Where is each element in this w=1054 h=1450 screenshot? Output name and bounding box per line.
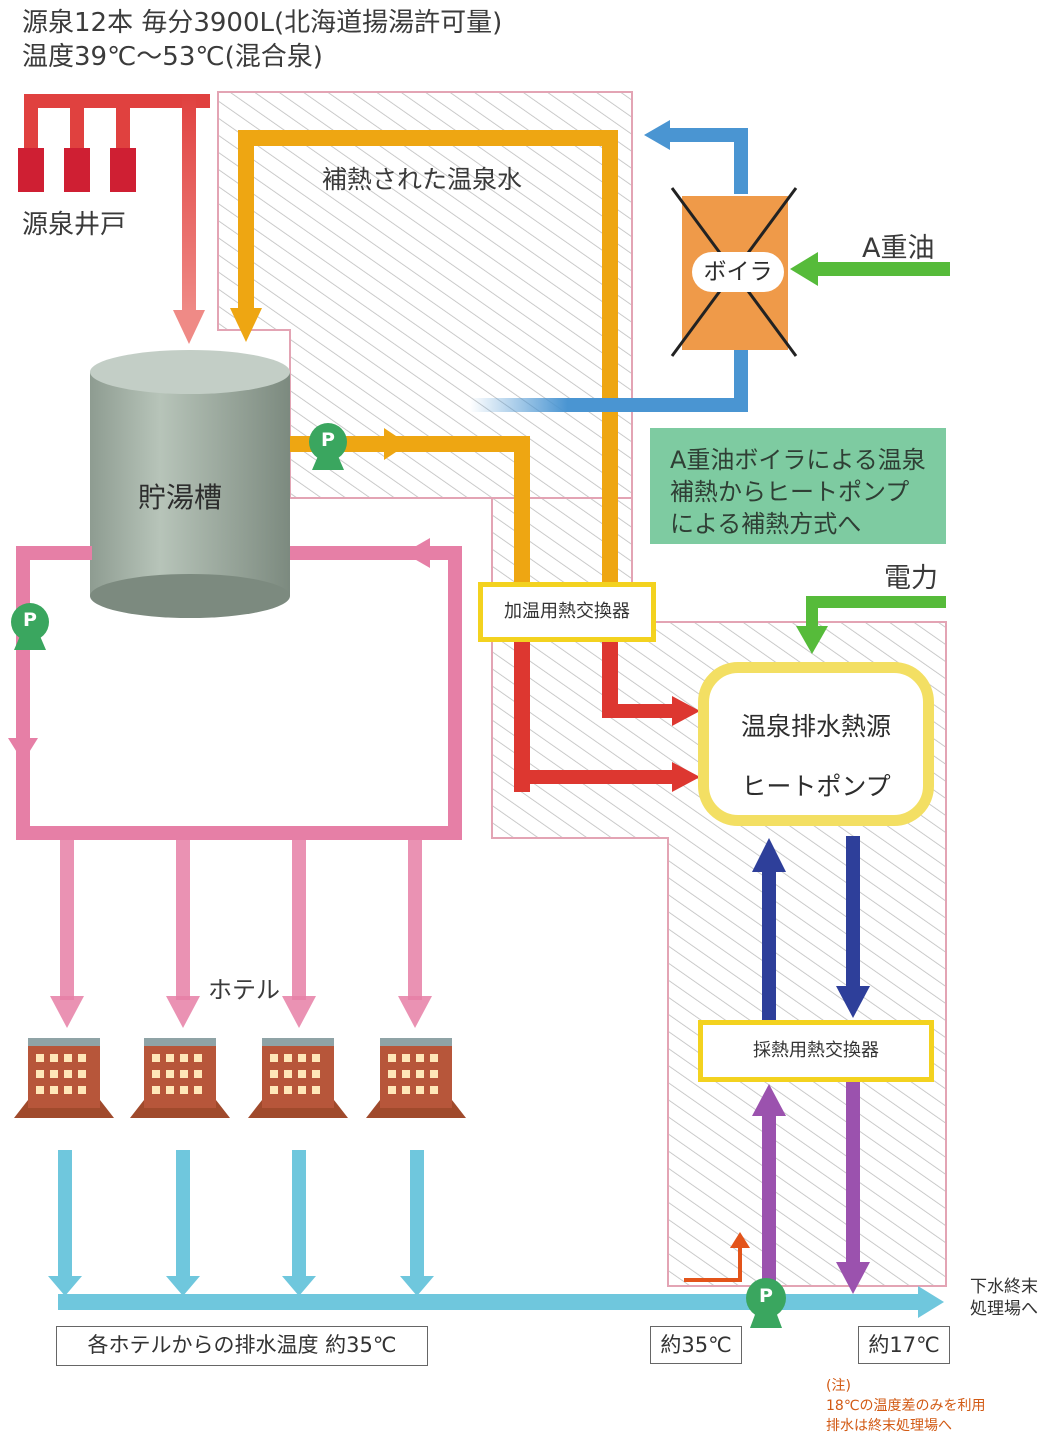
fuel-label: A重油	[862, 233, 935, 264]
source-pipes	[24, 94, 210, 344]
hotels-label: ホテル	[208, 976, 280, 1004]
bypass-arrow	[684, 1232, 750, 1282]
pump-icon-supply	[11, 603, 49, 650]
heat-pump-line-1: 温泉排水熱源	[740, 712, 891, 741]
hotel-building-2	[130, 1038, 230, 1118]
pump-icon-tank-outlet	[309, 423, 347, 470]
footnote-line-3: 排水は終末処理場へ	[826, 1418, 952, 1434]
heat-pump-line-2: ヒートポンプ	[741, 772, 891, 801]
return-pipes	[514, 642, 700, 792]
heat-pump-circuit	[752, 836, 870, 1020]
pump-label-drain: P	[759, 1285, 773, 1307]
temp-after-box: 約17℃	[858, 1326, 950, 1364]
collector-circuit	[752, 1082, 870, 1294]
wells-label: 源泉井戸	[22, 210, 127, 240]
boiler-pipes	[470, 120, 748, 412]
electricity-label: 電力	[884, 563, 938, 594]
electricity-arrow	[796, 596, 946, 654]
well-heads	[18, 148, 136, 192]
drain-pipes	[48, 1150, 944, 1318]
temp-before-box: 約35℃	[650, 1326, 742, 1364]
footnote-line-1: (注)	[826, 1378, 851, 1394]
header-info: 源泉12本 毎分3900L(北海道揚湯許可量) 温度39℃〜53℃(混合泉)	[22, 6, 502, 74]
note-line-1: A重油ボイラによる温泉	[670, 446, 926, 474]
sewage-label: 下水終末 処理場へ	[970, 1276, 1038, 1320]
storage-tank	[90, 350, 290, 618]
sewage-line-1: 下水終末	[970, 1277, 1038, 1297]
hotel-drain-temp-box: 各ホテルからの排水温度 約35℃	[56, 1326, 428, 1366]
pump-label-supply: P	[23, 609, 37, 631]
supplemented-water-label: 補熱された温泉水	[322, 165, 523, 194]
header-line-2: 温度39℃〜53℃(混合泉)	[22, 42, 323, 72]
heat-pump-box: 温泉排水熱源 ヒートポンプ	[698, 662, 934, 826]
fuel-arrow	[790, 252, 950, 286]
collecting-heat-exchanger: 採熱用熱交換器	[698, 1020, 934, 1082]
hotel-building-4	[366, 1038, 466, 1118]
hotel-buildings	[14, 1038, 466, 1118]
pump-label-tank: P	[321, 429, 335, 451]
pump-icon-drain	[746, 1278, 786, 1328]
hotel-building-3	[248, 1038, 348, 1118]
footnote: (注) 18℃の温度差のみを利用 排水は終末処理場へ	[826, 1376, 986, 1436]
hotel-building-1	[14, 1038, 114, 1118]
warming-heat-exchanger: 加温用熱交換器	[478, 582, 656, 642]
sewage-line-2: 処理場へ	[970, 1299, 1038, 1319]
supplemented-water-pipe	[230, 130, 618, 582]
footnote-line-2: 18℃の温度差のみを利用	[826, 1398, 986, 1414]
note-box: A重油ボイラによる温泉 補熱からヒートポンプ による補熱方式へ	[650, 428, 946, 544]
header-line-1: 源泉12本 毎分3900L(北海道揚湯許可量)	[22, 8, 503, 38]
tank-label: 貯湯槽	[138, 481, 223, 514]
note-line-2: 補熱からヒートポンプ	[670, 478, 910, 506]
note-line-3: による補熱方式へ	[670, 510, 862, 538]
boiler-label: ボイラ	[692, 252, 784, 292]
